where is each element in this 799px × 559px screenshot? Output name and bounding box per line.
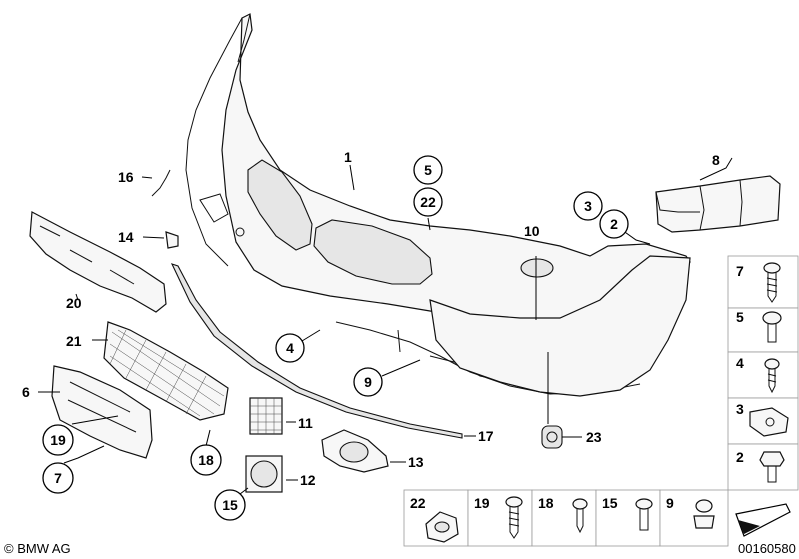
legend-right: 7 5 4 3 2 (727, 255, 799, 491)
clip-nut-icon (749, 407, 789, 437)
callout-6: 6 (22, 384, 30, 400)
lower-bumper-section (429, 255, 691, 397)
circled-callout-22: 22 (413, 187, 443, 217)
self-tapping-screw-icon (764, 358, 780, 394)
legend-right-label-1: 5 (736, 309, 744, 325)
callout-11: 11 (298, 415, 313, 431)
callout-8: 8 (712, 152, 720, 168)
legend-right-label-4: 2 (736, 449, 744, 465)
mesh-insert (249, 397, 283, 435)
bolt-icon-15 (635, 498, 653, 531)
legend-bottom-label-0: 22 (410, 495, 426, 511)
bracket-plate (29, 211, 167, 313)
legend-bottom-label-1: 19 (474, 495, 490, 511)
callout-9: 9 (364, 374, 372, 390)
circled-callout-9: 9 (353, 367, 383, 397)
screw-icon (763, 262, 781, 303)
callout-21: 21 (66, 333, 82, 349)
callout-18: 18 (198, 452, 214, 468)
air-duct (655, 175, 781, 233)
circled-callout-15: 15 (214, 489, 246, 521)
park-sensor (541, 425, 563, 449)
screw-icon-18 (572, 498, 588, 534)
legend-bottom: 22 19 18 15 9 (403, 489, 729, 547)
callout-19: 19 (50, 432, 66, 448)
callout-7: 7 (54, 470, 62, 486)
legend-right-label-2: 4 (736, 355, 744, 371)
trim-strip (170, 263, 463, 439)
screw-icon-19 (505, 496, 523, 539)
callout-10: 10 (524, 223, 540, 239)
callout-20: 20 (66, 295, 82, 311)
callout-4: 4 (286, 340, 294, 356)
mesh-grille (103, 321, 229, 421)
callout-12: 12 (300, 472, 316, 488)
clip-part (165, 231, 179, 249)
fog-lamp-cover (245, 455, 283, 493)
circled-callout-7: 7 (42, 462, 74, 494)
legend-right-label-3: 3 (736, 401, 744, 417)
callout-13: 13 (408, 454, 424, 470)
callout-3: 3 (584, 198, 592, 214)
callout-2: 2 (610, 216, 618, 232)
circled-callout-4: 4 (275, 333, 305, 363)
fog-lamp-trim (321, 429, 389, 473)
legend-bottom-label-4: 9 (666, 495, 674, 511)
grommet-icon (425, 511, 459, 543)
licence-plate-holder (51, 365, 153, 459)
hex-screw-icon (759, 451, 785, 483)
drawing-number: 00160580 (738, 541, 796, 556)
bumper-trim-panel (185, 13, 691, 395)
expanding-rivet-icon (693, 499, 715, 529)
leader-lines (38, 157, 733, 501)
circled-callout-5: 5 (413, 155, 443, 185)
callout-22: 22 (420, 194, 436, 210)
legend-right-label-0: 7 (736, 263, 744, 279)
callout-5: 5 (424, 162, 432, 178)
wire-hook (151, 169, 171, 197)
flange-screw-icon (762, 311, 782, 343)
callout-23: 23 (586, 429, 602, 445)
callout-15: 15 (222, 497, 238, 513)
circled-callout-2: 2 (599, 209, 629, 239)
legend-bottom-label-3: 15 (602, 495, 618, 511)
callout-16: 16 (118, 169, 134, 185)
circled-callout-19: 19 (42, 424, 74, 456)
circled-callout-18: 18 (190, 444, 222, 476)
callout-1: 1 (344, 149, 352, 165)
callout-17: 17 (478, 428, 494, 444)
copyright: © BMW AG (4, 541, 71, 556)
callout-14: 14 (118, 229, 134, 245)
legend-bottom-label-2: 18 (538, 495, 554, 511)
direction-arrow-icon (735, 503, 791, 537)
circled-callout-3: 3 (573, 191, 603, 221)
